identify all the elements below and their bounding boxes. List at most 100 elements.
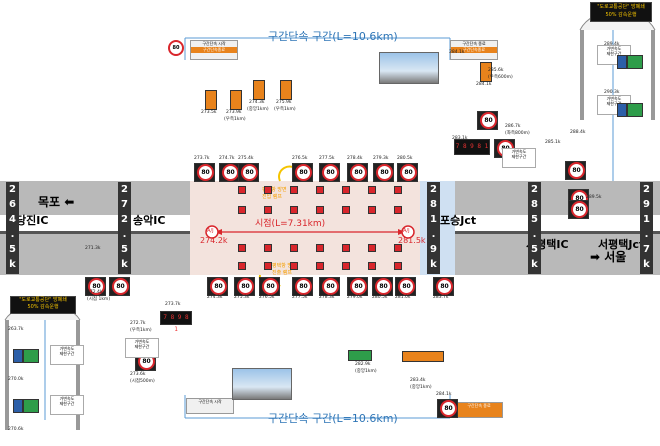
bridge-end-badge: A/J xyxy=(403,228,410,234)
upper-speed-sign-0: 80 xyxy=(197,164,214,181)
km-post-char: 8 xyxy=(531,199,538,210)
km-post-char: 8 xyxy=(430,199,437,210)
lower-sign-label-11: (중앙1km) xyxy=(410,385,432,390)
enforcement-sign-bottom-right: 구간단속 종료 xyxy=(455,402,503,418)
upper-speed-sign-1: 80 xyxy=(222,164,239,181)
bridge-span xyxy=(205,225,415,239)
lower-speed-sign-3: 80 xyxy=(295,278,312,295)
km-post-char: 5 xyxy=(9,244,16,255)
ic-poseung: 포승Jct xyxy=(440,214,477,227)
arrow-left-icon: ⬅ xyxy=(64,195,75,209)
km-post-char: 7 xyxy=(643,244,650,255)
km-post-char: k xyxy=(643,259,650,270)
km-post-char: 5 xyxy=(531,244,538,255)
enforcement-sign-bottom-left: 구간단속 시작 xyxy=(186,398,234,414)
km-post-char: k xyxy=(121,259,128,270)
left-speed-sign-0: 80 xyxy=(88,278,105,295)
upper-speed-sign-6: 80 xyxy=(376,164,393,181)
lower-speed-sign-0: 80 xyxy=(210,278,227,295)
lower-speed-sign-6: 80 xyxy=(375,278,392,295)
right-sign-label-4: 288.4k xyxy=(570,130,586,135)
right-sign-label-3: (좌측800m) xyxy=(505,131,530,136)
lower-post-km-0: 274.3k xyxy=(207,295,223,300)
upper-sign-sub-1: (우측1km) xyxy=(224,117,246,122)
upper-sign-sub-2: (중앙1km) xyxy=(247,107,269,112)
km-post-char: k xyxy=(430,259,437,270)
upper-marker-b-1 xyxy=(264,206,272,214)
ic-dangjin: 당진IC xyxy=(16,214,49,227)
bridge-zone xyxy=(190,181,420,275)
bridge-end-marker xyxy=(401,225,415,239)
enforcement-bottom-end-label: 구간단속 종료 xyxy=(467,403,491,408)
vms-left: "도로교통공단" 방폐쇄 50% 감속운행 xyxy=(10,296,76,314)
section-title-bottom: 구간단속 구간(L=10.6km) xyxy=(268,412,398,425)
bridge-start-km: 274.2k xyxy=(200,236,228,245)
km-post-char: 5 xyxy=(121,244,128,255)
bridge-end-km: 281.5k xyxy=(398,236,426,245)
direction-seoul: ➡ 서울 xyxy=(590,248,626,265)
upper-post-km-0: 273.7k xyxy=(194,156,210,161)
digital-sign-left: 7 8 9 8 1 xyxy=(160,311,192,333)
lower-sign-label-1: (시점 1km) xyxy=(87,297,111,302)
km-post-char: . xyxy=(532,229,537,240)
lower-sign-label-6: (시점500m) xyxy=(130,379,155,384)
km-post-char: 2 xyxy=(121,184,128,195)
ic-songak: 송악IC xyxy=(133,214,166,227)
right-sign-label-5: 289.5k xyxy=(586,195,602,200)
enforcement-end-label: 구간단속 종료 xyxy=(462,41,486,46)
vms-left-subtitle: 50% 감속운행 xyxy=(27,304,59,310)
upper-marker-6 xyxy=(394,186,402,194)
lower-marker-4 xyxy=(342,244,350,252)
km-post-char: 1 xyxy=(643,214,650,225)
km-post-char: 2 xyxy=(430,184,437,195)
upper-post-km-3: 276.5k xyxy=(292,156,308,161)
enforcement-top-sub: 구간단속종료 xyxy=(191,47,237,53)
upper-sign-panel-0 xyxy=(205,90,217,110)
km-post-char: 2 xyxy=(643,184,650,195)
lower-speed-sign-5: 80 xyxy=(350,278,367,295)
upper-marker-2 xyxy=(290,186,298,194)
km-post-char: 9 xyxy=(430,244,437,255)
lower-marker-1 xyxy=(264,244,272,252)
right-speed-sign-2: 80 xyxy=(571,201,588,218)
lower-post-km-5: 279.0k xyxy=(347,295,363,300)
direction-mokpo: 목포 ⬅ xyxy=(38,193,74,210)
upper-sign-panel-2 xyxy=(253,80,265,100)
upper-sign-panel-4 xyxy=(480,62,492,82)
upper-marker-5 xyxy=(368,186,376,194)
digital-sign-left-text: 7 8 9 8 1 xyxy=(163,314,189,333)
enforcement-bottom-label: 구간단속 시작 xyxy=(198,399,222,404)
upper-speed-sign-7: 80 xyxy=(400,164,417,181)
upper-speed-sign-3: 80 xyxy=(295,164,312,181)
lower-marker-2 xyxy=(290,244,298,252)
upper-post-km-1: 274.7k xyxy=(219,156,235,161)
km-post-char: 2 xyxy=(9,184,16,195)
lower-sign-label-5: 273.6k xyxy=(130,372,146,377)
left-post-0: 263.7k xyxy=(8,327,24,332)
lower-post-km-4: 278.3k xyxy=(319,295,335,300)
bridge-label: 시점(L=7.31km) xyxy=(255,219,326,229)
right-sign-label-8: 284.1k xyxy=(449,50,465,55)
upper-marker-b-3 xyxy=(316,206,324,214)
km-post-char: 2 xyxy=(121,214,128,225)
lower-marker-b-5 xyxy=(368,262,376,270)
enforcement-end-sub: 구간단속종료 xyxy=(451,47,497,53)
orange-sign-lower xyxy=(402,351,444,362)
km-post-char: 9 xyxy=(643,199,650,210)
lower-sign-label-4: (우측1km) xyxy=(130,328,152,333)
left-post-2: 270.6k xyxy=(8,427,24,432)
lower-sign-label-8: 282.9k xyxy=(355,362,371,367)
lower-speed-sign-7: 80 xyxy=(398,278,415,295)
km-post-char: k xyxy=(9,259,16,270)
right-sign-label-0: 285.6k xyxy=(488,68,504,73)
digital-sign: 7 8 9 8 1 xyxy=(454,139,490,155)
left-speed-sign-1: 80 xyxy=(112,278,129,295)
upper-marker-b-5 xyxy=(368,206,376,214)
green-sign-3 xyxy=(23,399,39,413)
lower-sign-label-9: (중앙1km) xyxy=(355,369,377,374)
right-sign-label-2: 286.7k xyxy=(505,124,521,129)
right-sign-label-6: 285.1k xyxy=(545,140,561,145)
lower-post-km-8: 283.7k xyxy=(433,295,449,300)
